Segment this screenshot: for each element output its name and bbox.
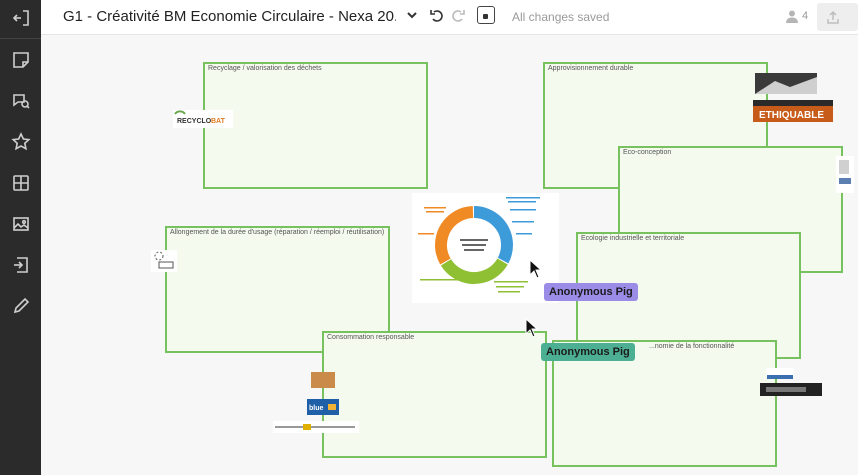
- user-icon: [786, 10, 798, 23]
- undo-icon[interactable]: [429, 8, 445, 24]
- chevron-down-icon[interactable]: [405, 8, 419, 22]
- collaborator-tag: Anonymous Pig: [541, 343, 635, 361]
- ethiquable-logo[interactable]: ETHIQUABLE: [753, 100, 833, 122]
- svg-text:BAT: BAT: [211, 118, 226, 125]
- image-icon: [13, 217, 29, 231]
- collaborators-count: 4: [802, 10, 809, 22]
- import-icon: [14, 257, 28, 273]
- frame-label: Approvisionnement durable: [548, 65, 634, 72]
- frame-recyclage[interactable]: Recyclage / valorisation des déchets: [203, 62, 428, 189]
- cursor-arrow-icon: [529, 259, 543, 279]
- logo-image: ETHIQUABLE: [753, 100, 833, 121]
- photo-thumbnail[interactable]: [755, 73, 817, 94]
- small-logo[interactable]: [766, 368, 794, 379]
- frame-label: Recyclage / valorisation des déchets: [208, 65, 322, 72]
- frame-ecologie-industrielle[interactable]: Ecologie industrielle et territoriale: [576, 232, 801, 359]
- sticky-note-button[interactable]: [6, 45, 36, 75]
- logo-image: [766, 387, 806, 392]
- upload-icon: [827, 10, 839, 24]
- collaborator-name: Anonymous Pig: [546, 346, 630, 358]
- svg-text:ETHIQUABLE: ETHIQUABLE: [759, 110, 824, 121]
- templates-button[interactable]: [6, 168, 36, 198]
- frame-label: Allongement de la durée d'usage (réparat…: [170, 229, 385, 236]
- eco-product-image[interactable]: [836, 156, 854, 193]
- circular-economy-diagram[interactable]: [412, 193, 559, 303]
- svg-text:blue: blue: [309, 405, 323, 412]
- banner-graphic: [275, 424, 355, 430]
- import-button[interactable]: [6, 250, 36, 280]
- recyclobat-logo[interactable]: RECYCLO' BAT: [173, 110, 233, 128]
- star-icon: [11, 132, 31, 151]
- comment-button[interactable]: [6, 86, 36, 116]
- collaborator-name: Anonymous Pig: [549, 286, 633, 298]
- product-image: [839, 160, 851, 184]
- cursor-arrow-icon: [525, 318, 539, 338]
- comment-search-icon: [13, 94, 30, 109]
- dark-logo[interactable]: [760, 383, 822, 396]
- grid-icon: [13, 175, 29, 191]
- save-status: All changes saved: [512, 10, 610, 24]
- frame-label: Ecologie industrielle et territoriale: [581, 235, 685, 242]
- frame-label: Consommation responsable: [327, 334, 415, 341]
- frame-fonctionnalite[interactable]: ...nomie de la fonctionnalité: [552, 340, 777, 467]
- banner-image[interactable]: [273, 421, 359, 433]
- logo-image: [154, 251, 174, 269]
- board-title[interactable]: G1 - Créativité BM Economie Circulaire -…: [63, 8, 396, 25]
- pencil-icon: [13, 297, 30, 314]
- redo-icon[interactable]: [450, 8, 466, 24]
- bulk-food-photo[interactable]: [311, 372, 335, 388]
- logo-image: [767, 375, 793, 379]
- share-button[interactable]: [817, 3, 858, 31]
- pen-button[interactable]: [6, 291, 36, 321]
- frame-label: ...nomie de la fonctionnalité: [649, 343, 735, 350]
- logo-image: RECYCLO' BAT: [174, 110, 226, 125]
- frame-toggle-button[interactable]: [477, 6, 495, 24]
- frame-label: Eco-conception: [623, 149, 672, 156]
- logo-image: blue: [309, 404, 336, 412]
- favorites-button[interactable]: [6, 127, 36, 157]
- top-bar: G1 - Créativité BM Economie Circulaire -…: [41, 0, 858, 35]
- sticky-note-icon: [13, 52, 29, 68]
- exit-icon: [12, 10, 29, 26]
- photo-image: [755, 77, 817, 94]
- collaborators-indicator[interactable]: 4: [785, 9, 808, 23]
- blue-logo[interactable]: blue: [307, 399, 339, 415]
- collaborator-tag: Anonymous Pig: [544, 283, 638, 301]
- frame-consommation[interactable]: Consommation responsable: [322, 331, 547, 458]
- repair-logo[interactable]: [151, 250, 177, 272]
- diagram-image: [418, 197, 540, 293]
- left-toolbar: [0, 0, 41, 475]
- image-button[interactable]: [6, 209, 36, 239]
- svg-text:RECYCLO': RECYCLO': [177, 118, 213, 125]
- whiteboard-canvas[interactable]: Recyclage / valorisation des déchets App…: [41, 35, 858, 475]
- exit-board-button[interactable]: [6, 3, 36, 33]
